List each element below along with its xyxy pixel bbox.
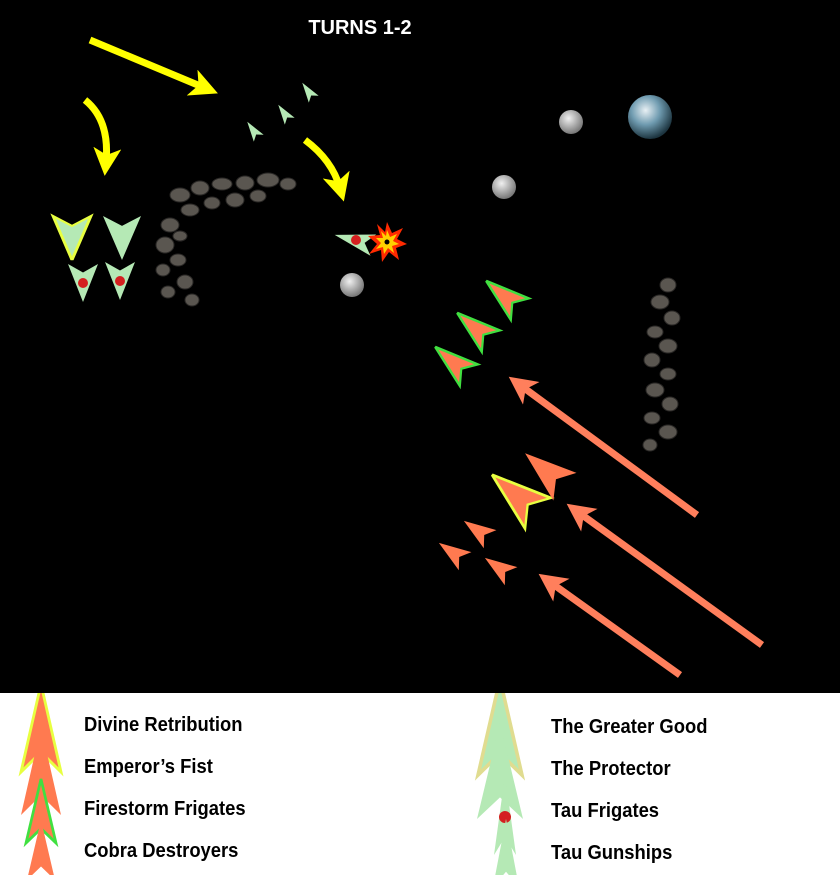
firestorm-frigate-ship[interactable] xyxy=(426,336,478,386)
legend-label-cobra-destroyers: Cobra Destroyers xyxy=(84,840,239,862)
asteroid xyxy=(559,110,583,134)
tau-frigate-dot xyxy=(115,276,125,286)
legend: Divine Retribution Emperor’s Fist Firest… xyxy=(0,693,840,875)
tau-fleet xyxy=(53,79,407,302)
move-arrow xyxy=(302,137,350,202)
move-arrow xyxy=(82,97,122,176)
move-arrow xyxy=(538,573,683,678)
diagram-title: TURNS 1-2 xyxy=(308,17,412,39)
legend-label-greater-good: The Greater Good xyxy=(551,716,708,738)
tau-gunship[interactable] xyxy=(273,101,295,125)
battle-map: TURNS 1-2 xyxy=(0,0,840,693)
explosion-icon xyxy=(368,222,407,262)
tau-frigate-dot xyxy=(78,278,88,288)
battle-map-drawing xyxy=(0,36,765,678)
imperial-move-arrows xyxy=(508,376,765,678)
firestorm-frigate-ship[interactable] xyxy=(448,302,500,352)
tau-move-arrows xyxy=(82,36,350,202)
tau-frigate-dot xyxy=(351,235,361,245)
cobra-destroyer-ship[interactable] xyxy=(457,511,497,549)
move-arrow xyxy=(508,376,700,518)
planet xyxy=(628,95,672,139)
move-arrow xyxy=(566,503,765,648)
move-arrow xyxy=(88,36,218,96)
protector-ship[interactable] xyxy=(103,216,141,260)
cobra-destroyer-ship[interactable] xyxy=(478,548,518,586)
tau-frigate-dot xyxy=(499,811,511,823)
legend-label-divine-retribution: Divine Retribution xyxy=(84,714,243,736)
legend-icons xyxy=(0,693,840,875)
legend-label-tau-frigates: Tau Frigates xyxy=(551,800,660,822)
legend-label-emperors-fist: Emperor’s Fist xyxy=(84,756,213,778)
asteroid xyxy=(340,273,364,297)
cobra-destroyer-ship[interactable] xyxy=(432,533,472,571)
greater-good-ship[interactable] xyxy=(53,216,91,260)
asteroid-field-right xyxy=(642,277,681,452)
legend-label-firestorm-frigates: Firestorm Frigates xyxy=(84,798,246,820)
tau-gunship[interactable] xyxy=(242,118,264,142)
asteroid-field-left xyxy=(155,172,297,307)
legend-label-tau-gunships: Tau Gunships xyxy=(551,842,673,864)
asteroid xyxy=(492,175,516,199)
legend-label-protector: The Protector xyxy=(551,758,671,780)
imperial-fleet xyxy=(426,270,577,586)
tau-gunship[interactable] xyxy=(297,79,319,103)
firestorm-frigate-ship[interactable] xyxy=(477,270,529,320)
